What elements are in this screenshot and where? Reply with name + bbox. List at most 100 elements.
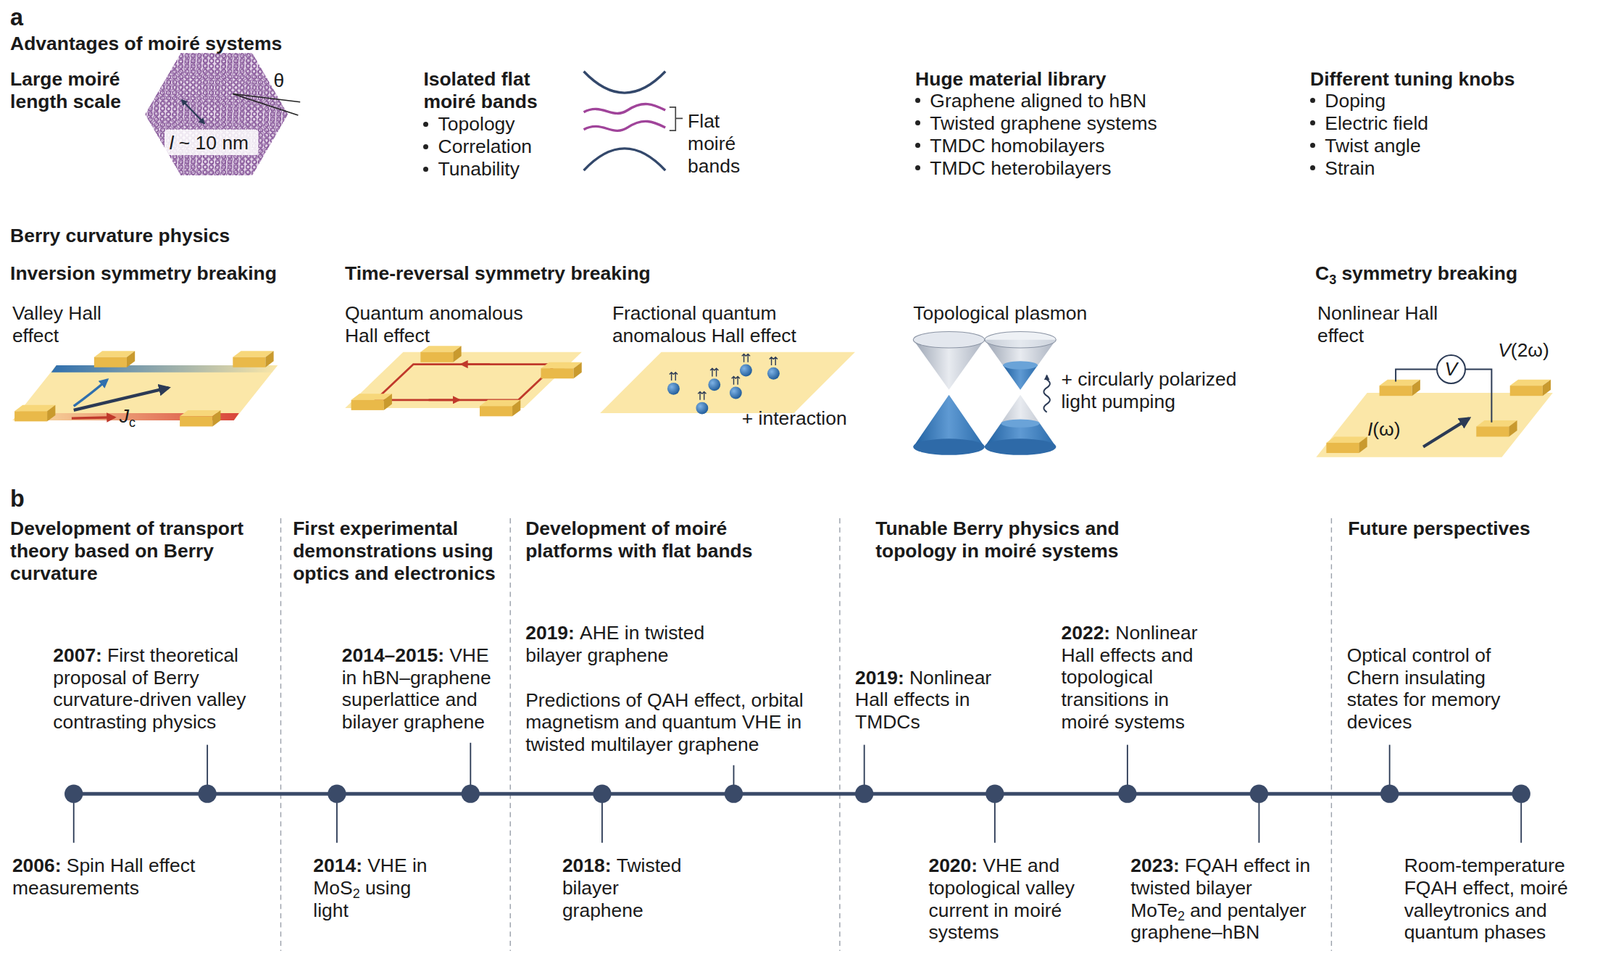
label-text: Berry curvature physics bbox=[10, 224, 230, 247]
label-text: Large moiré length scale bbox=[10, 68, 122, 113]
illustration-part bbox=[197, 784, 216, 803]
label-text: C bbox=[1315, 262, 1329, 285]
moire-hexagon bbox=[144, 52, 300, 176]
illustration-part bbox=[707, 378, 721, 391]
label-text: 2022: bbox=[1060, 621, 1111, 644]
label-text: b bbox=[10, 485, 25, 512]
label-text: Twist angle bbox=[1324, 134, 1421, 157]
label-text: Room-temperature FQAH effect, moiré vall… bbox=[1404, 854, 1569, 944]
label-text: symmetry breaking bbox=[1341, 262, 1518, 285]
text-block: 2020:VHE and topological valley current … bbox=[928, 854, 1100, 945]
illustration-part bbox=[1423, 418, 1469, 447]
text-block: b bbox=[10, 485, 25, 514]
label-text: Fractional quantum anomalous Hall effect bbox=[612, 302, 797, 347]
illustration-part bbox=[64, 784, 83, 803]
label-text: Optical control of Chern insulating stat… bbox=[1347, 644, 1501, 734]
label-text: Isolated flat moiré bands bbox=[423, 68, 537, 113]
illustration-part bbox=[669, 107, 683, 131]
illustration-part bbox=[739, 364, 753, 377]
label-text: Development of transport theory based on… bbox=[10, 517, 244, 585]
bullet-list: DopingElectric fieldTwist angleStrain bbox=[1310, 89, 1429, 180]
label-text: Topological plasmon bbox=[913, 302, 1087, 324]
text-block: Different tuning knobs bbox=[1310, 68, 1515, 91]
text-block: Tunable Berry physics and topology in mo… bbox=[875, 517, 1146, 563]
illustration-part bbox=[1315, 392, 1553, 458]
label-text: Strain bbox=[1324, 157, 1375, 179]
band-curves bbox=[584, 71, 684, 172]
illustration-part bbox=[985, 784, 1004, 803]
illustration-part bbox=[71, 417, 115, 419]
label-text: + circularly polarized light pumping bbox=[1060, 368, 1237, 413]
illustration-part bbox=[1250, 784, 1269, 803]
illustration-part bbox=[855, 784, 874, 803]
illustration-part bbox=[280, 518, 282, 951]
illustration-part bbox=[669, 353, 778, 400]
illustration-part bbox=[695, 402, 708, 415]
label-text: Twisted graphene systems bbox=[929, 112, 1157, 135]
illustration-part bbox=[510, 518, 511, 951]
illustration-part bbox=[984, 331, 1057, 348]
bullet-dot bbox=[1310, 120, 1316, 126]
label-text: TMDC homobilayers bbox=[929, 134, 1105, 157]
text-block: 2014–2015:VHE in hBN–graphene superlatti… bbox=[342, 644, 503, 735]
label-text: 2020: bbox=[928, 854, 978, 877]
illustration-part bbox=[375, 364, 556, 400]
illustration-part bbox=[179, 410, 221, 427]
illustration-part bbox=[913, 438, 985, 456]
label-text: Tunability bbox=[438, 157, 520, 180]
label-text: a bbox=[10, 4, 24, 31]
bullet-dot bbox=[423, 166, 429, 172]
illustration-part bbox=[232, 94, 300, 103]
label-text: 2006: bbox=[12, 854, 62, 877]
illustration-part bbox=[540, 362, 582, 379]
text-block: Predictions of QAH effect, orbital magne… bbox=[525, 689, 837, 757]
bullet-dot bbox=[1310, 142, 1316, 148]
illustration-part bbox=[724, 784, 743, 803]
illustration-part bbox=[232, 94, 298, 116]
illustration-part bbox=[327, 784, 346, 803]
node-text: V bbox=[1444, 357, 1458, 381]
text-block: Fractional quantum anomalous Hall effect bbox=[612, 302, 822, 348]
label-text: 2019: bbox=[525, 621, 575, 644]
illustration-part bbox=[144, 52, 288, 176]
text-block: 2018:Twisted bilayer graphene bbox=[562, 854, 698, 922]
illustration-part bbox=[667, 364, 780, 415]
illustration-part bbox=[181, 100, 205, 124]
label-text: 2023: bbox=[1130, 854, 1180, 877]
illustration-part bbox=[1000, 419, 1040, 428]
illustration-part bbox=[1326, 436, 1367, 453]
label-text: Flat moiré bands bbox=[687, 110, 740, 177]
illustration-part bbox=[94, 350, 135, 368]
text-block: 2006:Spin Hall effect measurements bbox=[12, 854, 253, 900]
bullet-dot bbox=[915, 120, 921, 126]
label-text: 2014: bbox=[313, 854, 363, 877]
illustration-part bbox=[592, 784, 611, 803]
label-text: Development of moiré platforms with flat… bbox=[525, 517, 753, 562]
bullet-dot bbox=[423, 121, 429, 127]
label-text: θ bbox=[273, 69, 285, 92]
label-text: 2007: bbox=[52, 644, 103, 666]
label-text: First experimental demonstrations using … bbox=[292, 517, 495, 585]
label-text: Electric field bbox=[1324, 112, 1429, 135]
text-block: Quantum anomalous Hall effect bbox=[344, 302, 555, 348]
illustration-part bbox=[1331, 518, 1332, 951]
illustration-part bbox=[64, 784, 1531, 803]
label-text: Correlation bbox=[438, 135, 532, 158]
label-text: l bbox=[169, 131, 174, 154]
label-text: Inversion symmetry breaking bbox=[10, 262, 277, 285]
text-block: Berry curvature physics bbox=[10, 224, 230, 248]
text-block: + circularly polarized light pumping bbox=[1060, 368, 1271, 414]
illustration-part bbox=[600, 352, 856, 414]
label-text: I bbox=[1367, 418, 1373, 440]
text-block: Jc bbox=[119, 405, 136, 428]
text-block: Large moiré length scale bbox=[10, 68, 148, 114]
illustration-part bbox=[1002, 360, 1038, 369]
list-item: Electric field bbox=[1310, 112, 1429, 135]
list-item: Correlation bbox=[423, 135, 532, 158]
text-block: 2022:Nonlinear Hall effects and topologi… bbox=[1060, 621, 1216, 735]
label-text: Topology bbox=[438, 113, 516, 135]
text-block: 2019:Nonlinear Hall effects in TMDCs bbox=[855, 666, 1014, 735]
text-block: 2023:FQAH effect in twisted bilayer MoTe… bbox=[1130, 854, 1330, 945]
bullet-list: TopologyCorrelationTunability bbox=[423, 113, 532, 181]
